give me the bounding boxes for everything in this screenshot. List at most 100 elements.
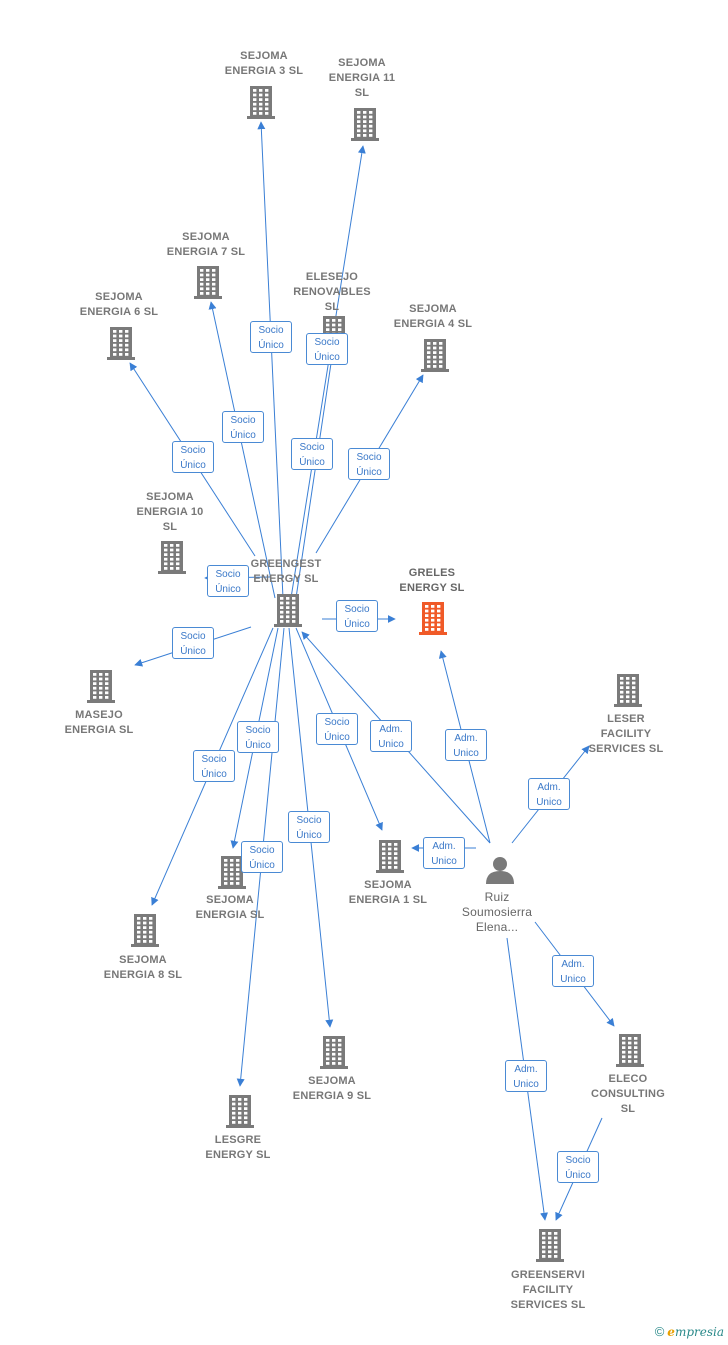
node-label-line: Soumosierra — [461, 905, 533, 919]
building-icon[interactable] — [87, 670, 115, 703]
node-label-line: ENERGIA 8 SL — [103, 969, 183, 981]
node-label-eleco[interactable]: ELECO CONSULTING SL — [563, 1072, 693, 1117]
edge-label-ruiz-eleco[interactable]: Adm.Unico — [552, 955, 594, 987]
node-label-line: ELECO — [608, 1073, 648, 1085]
building-icon[interactable] — [218, 856, 246, 889]
edge-label-ruiz-greenservi[interactable]: Adm.Unico — [505, 1060, 547, 1092]
edge-label-line: Único — [299, 457, 325, 468]
building-icon[interactable] — [320, 1036, 348, 1069]
node-label-line: ENERGIA 7 SL — [166, 246, 246, 258]
edge-greengest-sejoma7 — [208, 301, 276, 599]
edge-label-line: Adm. — [432, 841, 456, 852]
node-label-line: CONSULTING — [591, 1088, 665, 1100]
node-label-line: SEJOMA — [308, 1075, 356, 1087]
node-label-greles[interactable]: GRELES ENERGY SL — [367, 566, 497, 596]
edge-label-line: Único — [258, 340, 284, 351]
edge-label-line: Único — [296, 830, 322, 841]
node-label-line: SERVICES SL — [510, 1299, 586, 1311]
edge-label-line: Socio — [356, 452, 382, 463]
building-icon[interactable] — [158, 541, 186, 574]
node-label-line: ENERGIA 11 — [328, 72, 396, 84]
edge-label-line: Socio — [215, 569, 241, 580]
edge-label-line: Socio — [344, 604, 370, 615]
edge-label-ruiz-greles[interactable]: Adm.Unico — [445, 729, 487, 761]
edge-label-ruiz-greengest[interactable]: Adm.Unico — [370, 720, 412, 752]
node-label-line: LESER — [607, 713, 645, 725]
node-label-sejomaE[interactable]: SEJOMA ENERGIA SL — [165, 893, 295, 923]
edge-label-ruiz-sejoma1[interactable]: Adm.Unico — [423, 837, 465, 869]
building-icon[interactable] — [536, 1229, 564, 1262]
edge-label-line: Socio — [314, 337, 340, 348]
node-label-line: ELESEJO — [305, 271, 359, 283]
edge-label-line: Socio — [249, 845, 275, 856]
brand-logo-initial: e — [667, 1325, 675, 1339]
edge-label-line: Único — [324, 732, 350, 743]
building-icon[interactable] — [194, 266, 222, 299]
node-label-line: ENERGIA SL — [195, 909, 265, 921]
building-icon[interactable] — [131, 914, 159, 947]
edge-label-line: Único — [565, 1170, 591, 1181]
edge-label-ruiz-leser[interactable]: Adm.Unico — [528, 778, 570, 810]
building-icon[interactable] — [107, 327, 135, 360]
edge-label-line: Socio — [230, 415, 256, 426]
node-label-line: ENERGIA 1 SL — [348, 894, 428, 906]
building-icon[interactable] — [247, 86, 275, 119]
edge-label-line: Unico — [536, 797, 562, 808]
brand-logo-text: mpresia — [674, 1325, 724, 1339]
node-label-line: ENERGY SL — [399, 582, 465, 594]
highlighted-building-icon[interactable] — [419, 602, 447, 635]
person-icon[interactable] — [486, 857, 514, 884]
building-icon[interactable] — [616, 1034, 644, 1067]
footer-brand[interactable]: ©empresia — [655, 1324, 724, 1339]
edge-label-line: Único — [344, 619, 370, 630]
node-label-line: GRELES — [408, 567, 456, 579]
building-icon[interactable] — [376, 840, 404, 873]
building-icon[interactable] — [421, 339, 449, 372]
building-icon[interactable] — [274, 594, 302, 627]
node-label-line: GREENSERVI — [511, 1269, 585, 1281]
edge-label-line: Adm. — [514, 1064, 538, 1075]
edge-label-line: Socio — [258, 325, 284, 336]
node-label-line: ENERGIA SL — [64, 724, 134, 736]
node-label-line: SEJOMA — [146, 491, 194, 503]
building-icon[interactable] — [614, 674, 642, 707]
building-icon[interactable] — [226, 1095, 254, 1128]
node-label-line: ENERGY SL — [205, 1149, 271, 1161]
node-label-line: SEJOMA — [206, 894, 254, 906]
node-label-line: SL — [620, 1103, 636, 1115]
edge-label-line: Socio — [565, 1155, 591, 1166]
building-icon[interactable] — [351, 108, 379, 141]
node-label-line: SL — [354, 87, 370, 99]
